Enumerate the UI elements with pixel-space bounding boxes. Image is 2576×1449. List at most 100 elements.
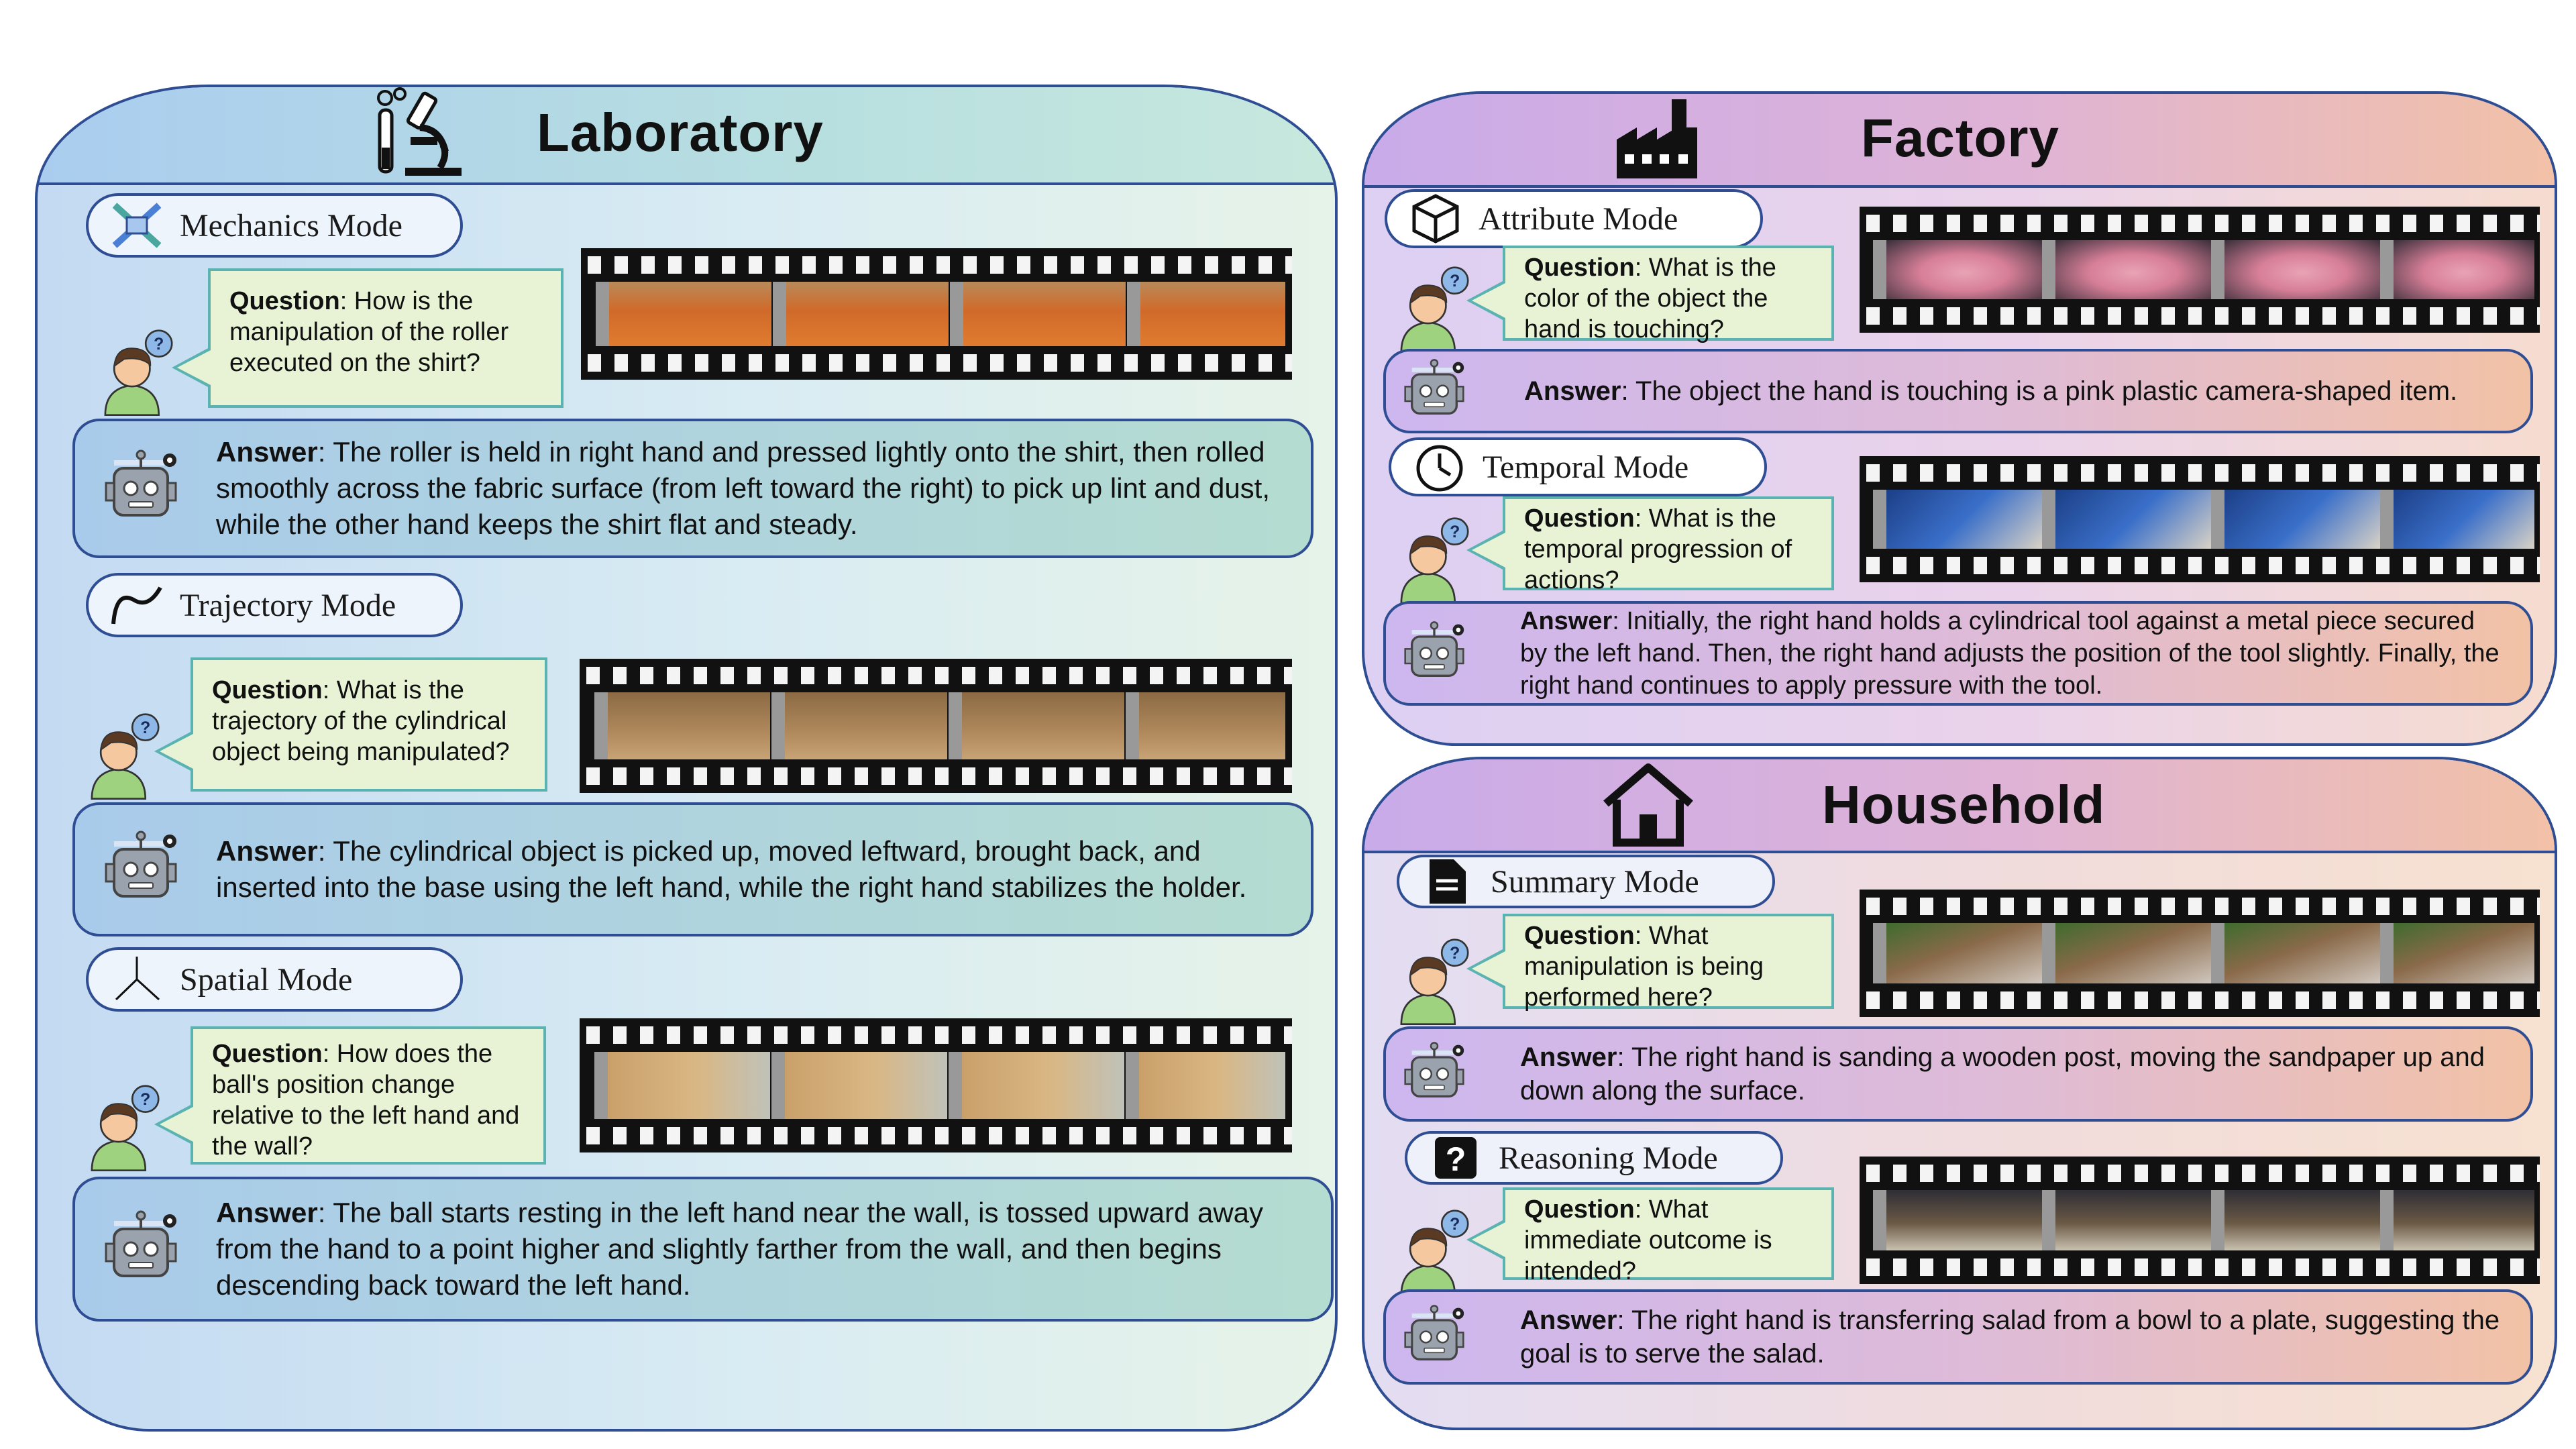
question-mark-icon: ? — [1422, 1131, 1489, 1185]
answer-label: Answer — [1520, 1042, 1617, 1072]
robot-icon — [1404, 358, 1465, 415]
question-text: : What is the color of the object the ha… — [1524, 254, 1776, 343]
video-frame — [2042, 923, 2211, 983]
video-filmstrip — [580, 659, 1292, 793]
video-frame — [2380, 1190, 2534, 1250]
video-frame — [2042, 490, 2211, 549]
video-frame — [596, 282, 771, 346]
house-icon — [1603, 763, 1693, 847]
trajectory-curve-icon — [103, 578, 170, 632]
answer-box: Answer: The cylindrical object is picked… — [72, 802, 1313, 936]
household-header — [1364, 759, 2555, 853]
answer-text: : Initially, the right hand holds a cyli… — [1520, 607, 2500, 700]
video-frame — [1873, 923, 2042, 983]
microscope-icon — [377, 87, 462, 176]
answer-text: : The right hand is sanding a wooden pos… — [1520, 1042, 2485, 1106]
question-box: Question: What immediate outcome is inte… — [1466, 1187, 1834, 1285]
mode-label: Mechanics Mode — [180, 207, 402, 244]
mode-pill-attribute: Attribute Mode — [1385, 189, 1763, 248]
video-frame — [1873, 240, 2042, 299]
video-frame — [1873, 490, 2042, 549]
robot-icon — [105, 1210, 178, 1277]
robot-icon — [1404, 1041, 1465, 1098]
answer-box: Answer: The roller is held in right hand… — [72, 419, 1313, 558]
question-box: Question: What manipulation is being per… — [1466, 914, 1834, 1012]
question-box: Question: What is the trajectory of the … — [154, 657, 547, 792]
mode-label: Summary Mode — [1491, 863, 1699, 900]
video-frame — [771, 692, 947, 759]
user-avatar-icon — [1400, 938, 1469, 1025]
mode-label: Temporal Mode — [1483, 449, 1689, 485]
video-filmstrip — [581, 248, 1292, 380]
mode-pill-mechanics: Mechanics Mode — [86, 193, 463, 258]
mode-label: Trajectory Mode — [180, 587, 396, 623]
mode-label: Spatial Mode — [180, 961, 353, 998]
video-frame — [2211, 490, 2380, 549]
factory-title: Factory — [1861, 108, 2059, 168]
video-filmstrip — [1860, 456, 2540, 582]
video-frame — [2211, 1190, 2380, 1250]
answer-label: Answer — [1524, 376, 1621, 406]
user-avatar-icon — [1400, 1210, 1469, 1296]
video-frame — [949, 1052, 1124, 1119]
user-avatar-icon — [104, 329, 173, 416]
mode-pill-temporal: Temporal Mode — [1389, 437, 1767, 496]
answer-label: Answer — [1520, 607, 1613, 635]
question-label: Question — [1524, 922, 1635, 950]
question-box: Question: How is the manipulation of the… — [172, 268, 564, 408]
robot-icon — [1404, 1304, 1465, 1361]
question-text: : How is the manipulation of the roller … — [229, 287, 509, 377]
user-avatar-icon — [91, 713, 160, 800]
video-frame — [2380, 923, 2534, 983]
question-text: : What is the trajectory of the cylindri… — [212, 676, 510, 766]
video-frame — [771, 1052, 947, 1119]
user-avatar-icon — [91, 1085, 160, 1171]
mode-pill-reasoning: ? Reasoning Mode — [1405, 1131, 1783, 1185]
svg-text:?: ? — [1446, 1140, 1466, 1178]
video-frame — [594, 1052, 770, 1119]
answer-label: Answer — [216, 1197, 318, 1228]
video-frame — [1126, 692, 1285, 759]
video-frame — [2042, 1190, 2211, 1250]
video-filmstrip — [1860, 1157, 2540, 1284]
video-frame — [2380, 490, 2534, 549]
question-label: Question — [1524, 504, 1635, 533]
question-box: Question: What is the temporal progressi… — [1466, 496, 1834, 594]
laboratory-title: Laboratory — [537, 103, 824, 162]
answer-box: Answer: The right hand is sanding a wood… — [1383, 1026, 2533, 1122]
mode-pill-summary: Summary Mode — [1397, 855, 1775, 908]
question-box: Question: What is the color of the objec… — [1466, 246, 1834, 343]
factory-header — [1364, 94, 2555, 188]
robot-icon — [105, 830, 178, 898]
question-label: Question — [1524, 254, 1635, 282]
clock-icon — [1406, 440, 1473, 494]
answer-box: Answer: The right hand is transferring s… — [1383, 1289, 2533, 1385]
cube-icon — [1402, 192, 1469, 246]
answer-box: Answer: The ball starts resting in the l… — [72, 1177, 1334, 1322]
question-label: Question — [229, 287, 340, 315]
video-frame — [2042, 240, 2211, 299]
video-frame — [2211, 923, 2380, 983]
video-frame — [773, 282, 949, 346]
video-filmstrip — [1860, 207, 2540, 333]
answer-label: Answer — [216, 436, 318, 468]
answer-text: : The cylindrical object is picked up, m… — [216, 835, 1247, 903]
video-frame — [2211, 240, 2380, 299]
mode-pill-trajectory: Trajectory Mode — [86, 573, 463, 637]
answer-label: Answer — [1520, 1305, 1617, 1335]
video-frame — [1127, 282, 1285, 346]
robot-icon — [105, 449, 178, 517]
robot-icon — [1404, 621, 1465, 677]
question-label: Question — [212, 676, 323, 704]
answer-box: Answer: The object the hand is touching … — [1383, 349, 2533, 433]
mode-label: Reasoning Mode — [1499, 1140, 1718, 1176]
user-avatar-icon — [1400, 517, 1469, 604]
answer-label: Answer — [216, 835, 318, 867]
axes-icon — [103, 953, 170, 1006]
mechanics-icon — [103, 199, 170, 252]
answer-text: : The right hand is transferring salad f… — [1520, 1305, 2500, 1368]
video-frame — [594, 692, 770, 759]
video-frame — [949, 692, 1124, 759]
question-box: Question: How does the ball's position c… — [154, 1026, 546, 1165]
question-text: : What immediate outcome is intended? — [1524, 1195, 1772, 1285]
